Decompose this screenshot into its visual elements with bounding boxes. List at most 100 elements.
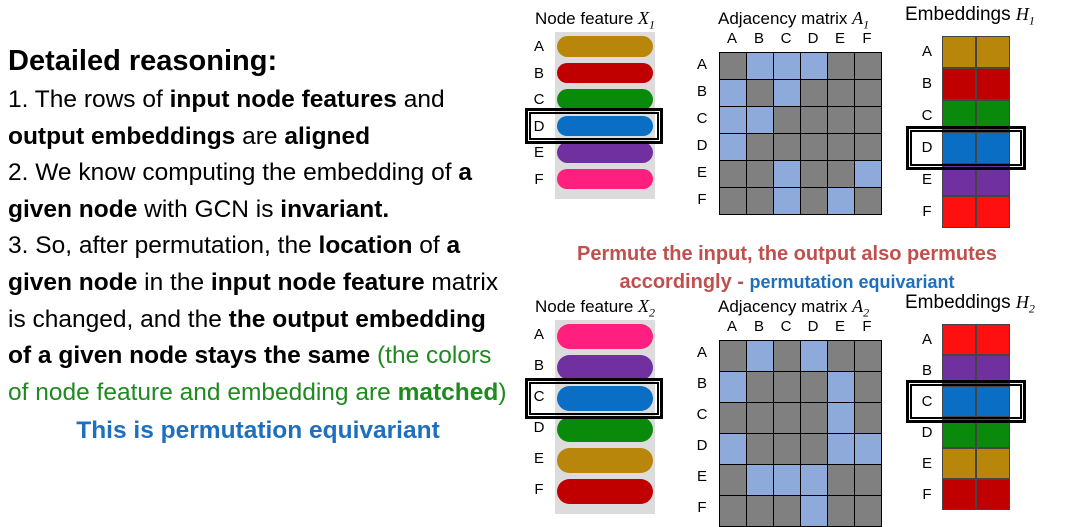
adjacency-cell [747,403,773,433]
adjacency-row-label: C [696,110,708,127]
embedding-row-label: C [921,107,933,124]
adjacency-cell [720,403,746,433]
adjacency-row-label: F [697,499,707,516]
adjacency-cell [774,134,800,160]
feature-title-subscript: 2 [649,305,656,320]
emb-title: Embeddings H1 [905,4,1035,29]
adjacency-cell [801,372,827,402]
adjacency-cell [828,53,854,79]
adjacency-cell [828,188,854,214]
adjacency-cell [720,53,746,79]
adjacency-cell [828,80,854,106]
adjacency-column-label: B [753,318,764,335]
adjacency-cell [855,134,881,160]
feature-row-label: D [533,419,545,436]
adjacency-column-label: C [780,30,792,47]
adjacency-cell [747,434,773,464]
feature-title-subscript: 1 [649,17,656,32]
embedding-row-label: C [921,393,933,410]
adj-title-text: Adjacency matrix [718,297,853,316]
feature-row-label: B [533,357,544,374]
emb-title-text: Embeddings [905,292,1016,313]
adjacency-cell [720,161,746,187]
adjacency-cell [774,161,800,187]
embedding-row-label: D [921,139,933,156]
adjacency-cell [855,403,881,433]
feature-title-symbol: X2 [638,296,656,320]
adjacency-cell [774,107,800,133]
adjacency-cell [801,53,827,79]
selected-embedding-box [906,126,1026,170]
adjacency-cell [801,188,827,214]
adjacency-cell [774,372,800,402]
embedding-cell [976,479,1010,510]
embedding-cell [976,448,1010,479]
adjacency-cell [828,496,854,526]
adjacency-matrix [719,52,882,215]
adjacency-cell [801,341,827,371]
selected-node-box-inner [529,382,659,415]
adjacency-cell [855,341,881,371]
adjacency-cell [747,496,773,526]
adjacency-cell [774,80,800,106]
embedding-row-label: A [921,331,932,348]
adjacency-cell [774,465,800,495]
adjacency-cell [855,53,881,79]
node-feature-bar [557,417,653,442]
adjacency-cell [720,434,746,464]
emb-title-symbol: H2 [1015,292,1035,316]
adjacency-column-label: D [807,30,819,47]
adjacency-cell [747,107,773,133]
embedding-cell [942,448,976,479]
adjacency-cell [747,465,773,495]
reasoning-step-2: 2. We know computing the embedding of a … [8,159,472,223]
adjacency-cell [828,134,854,160]
adjacency-cell [720,496,746,526]
emb-title-subscript: 2 [1028,301,1035,316]
adjacency-cell [855,496,881,526]
adjacency-cell [855,107,881,133]
embedding-row-label: B [921,75,932,92]
feature-title: Node feature X1 [535,8,655,33]
adjacency-cell [747,372,773,402]
selected-node-box [525,107,663,144]
adjacency-cell [828,107,854,133]
selected-embedding-box [906,380,1026,423]
adjacency-cell [828,434,854,464]
adjacency-cell [747,188,773,214]
emb-title-symbol: H1 [1015,4,1035,28]
reasoning-step-3: 3. So, after permutation, the location o… [8,232,507,406]
embedding-cell [942,132,976,164]
selected-node-box-inner [529,111,659,140]
embedding-cell [942,68,976,100]
adjacency-cell [828,341,854,371]
emb-title: Embeddings H2 [905,292,1035,317]
adjacency-cell [828,372,854,402]
node-feature-bar [557,168,653,189]
adjacency-column-label: D [807,318,819,335]
adjacency-cell [828,403,854,433]
adj-title-subscript: 1 [863,17,870,32]
reasoning-step-1: 1. The rows of input node features and o… [8,86,445,150]
node-feature-bar [557,479,653,504]
emb-title-text: Embeddings [905,4,1016,25]
feature-row-label: A [533,326,544,343]
equivariant-label: permutation equivariant [749,272,955,292]
embedding-cell [942,324,976,355]
caption-line-2: accordingly - permutation equivariant [619,271,955,293]
adjacency-cell [774,434,800,464]
adj-title-subscript: 2 [863,305,870,320]
adjacency-row-label: E [696,164,707,181]
adjacency-row-label: A [696,56,707,73]
node-feature-bar [557,36,653,57]
embedding-cell [942,386,976,417]
node-feature-bar [557,89,653,110]
adjacency-cell [801,161,827,187]
adjacency-cell [801,465,827,495]
adjacency-cell [747,80,773,106]
node-feature-bar [557,355,653,380]
feature-row-label: A [533,38,544,55]
adjacency-row-label: D [696,137,708,154]
feature-title-text: Node feature [535,9,639,28]
node-feature-bar [557,324,653,349]
